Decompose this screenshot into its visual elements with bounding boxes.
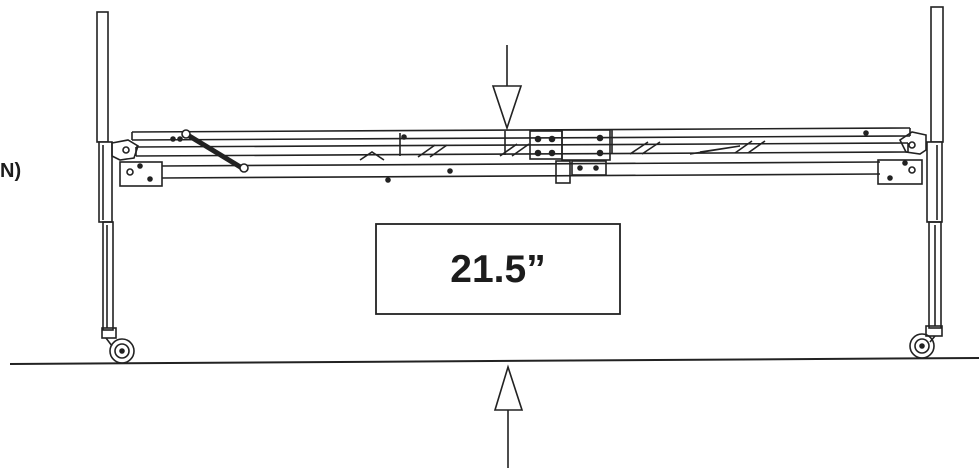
right-caster-wheel	[909, 333, 936, 359]
center-hinge	[529, 129, 611, 184]
dimension-box	[375, 223, 621, 315]
floor-line	[9, 357, 979, 365]
left-frame-bracket	[111, 139, 163, 187]
left-end-post	[96, 11, 117, 339]
left-caster-wheel	[105, 337, 135, 364]
dimension-value: 21.5”	[450, 248, 545, 291]
right-frame-bracket	[877, 131, 927, 185]
adjustment-link-arm	[181, 129, 249, 173]
down-arrow	[491, 45, 523, 131]
top-rail	[131, 127, 911, 142]
cut-off-label: N)	[0, 160, 22, 182]
lower-rail	[161, 161, 881, 183]
right-end-post	[925, 6, 944, 337]
middle-rail	[135, 142, 909, 157]
up-arrow	[493, 364, 524, 468]
rail-sections	[359, 130, 766, 161]
